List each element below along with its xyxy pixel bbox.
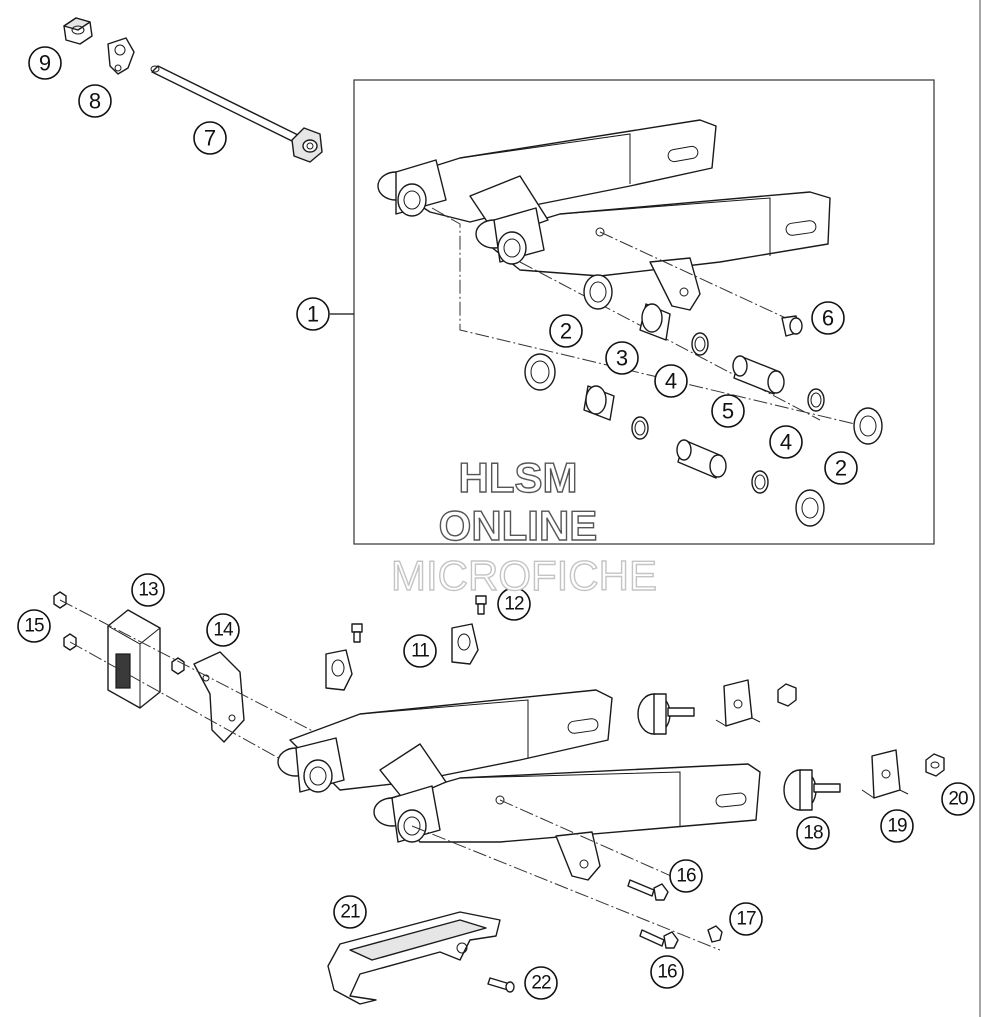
clamp-part-11-right	[451, 623, 479, 665]
sleeve-part-5-upper	[732, 355, 785, 395]
bushing-part-3-lower	[583, 385, 615, 421]
callout-8: 8	[78, 84, 112, 118]
callout-2-lower-label: 2	[835, 456, 847, 481]
plate-part-19	[861, 749, 909, 799]
ring-part-4-upper-b	[807, 388, 825, 412]
callout-4-upper-label: 4	[665, 369, 677, 394]
callout-4-lower: 4	[769, 425, 803, 459]
callout-7-label: 7	[204, 126, 216, 151]
callout-6: 6	[811, 301, 845, 335]
hex-nut-part-9	[63, 17, 93, 45]
sleeve-part-5-lower	[676, 439, 727, 479]
callout-13-label: 13	[138, 580, 158, 601]
bolt-part-12-right	[475, 595, 487, 615]
callout-17-label: 17	[736, 909, 756, 930]
callout-16-lower: 16	[650, 955, 684, 989]
axis-line-bottom	[411, 825, 721, 951]
swingarm-bottom-part	[277, 689, 761, 881]
callout-2-lower: 2	[824, 451, 858, 485]
chain-adjuster-part-18-upper	[637, 693, 695, 735]
callout-11: 11	[403, 634, 437, 668]
callout-6-label: 6	[822, 306, 834, 331]
watermark-line-1: HLSM	[459, 454, 578, 501]
chain-guide-plate-part-14	[193, 651, 245, 743]
callout-8-label: 8	[89, 89, 101, 114]
bearing-part-2-upper-b	[853, 407, 883, 445]
bolt-part-12-left	[351, 623, 363, 643]
callout-7: 7	[193, 121, 227, 155]
callout-14: 14	[206, 613, 240, 647]
callout-14-label: 14	[213, 620, 234, 641]
callout-5-label: 5	[722, 399, 734, 424]
callout-18-label: 18	[803, 823, 823, 844]
callout-4-lower-label: 4	[780, 430, 792, 455]
bushing-part-3-upper	[639, 303, 671, 341]
callout-21: 21	[333, 895, 367, 929]
callout-20-label: 20	[948, 789, 968, 810]
callout-15-label: 15	[24, 616, 44, 637]
nut-part-14-small	[171, 657, 185, 675]
bolt-part-16-upper	[627, 879, 669, 901]
callout-16-upper-label: 16	[676, 866, 696, 887]
swingarm-axle-part-7	[150, 65, 323, 163]
watermark-line-2: ONLINE	[439, 502, 598, 549]
chain-guide-block-part-13	[107, 609, 161, 709]
chain-adjuster-part-18	[783, 769, 841, 811]
bearing-part-2-lower-b	[795, 489, 825, 527]
watermark-line-3: MICROFICHE	[391, 552, 657, 599]
callout-19-label: 19	[887, 816, 907, 837]
lock-plate-part-8	[107, 37, 135, 75]
axis-line-bottom-b	[499, 799, 681, 881]
callout-20: 20	[941, 782, 975, 816]
axis-line-guide-upper	[59, 599, 331, 741]
bearing-part-2-lower	[524, 353, 556, 391]
callout-12-label: 12	[504, 594, 524, 615]
axis-line-lower	[519, 261, 821, 421]
callout-9: 9	[28, 46, 62, 80]
assembly-frame	[353, 79, 935, 545]
nut-part-20	[925, 753, 945, 777]
screw-part-22	[487, 977, 515, 993]
callout-2-upper: 2	[549, 314, 583, 348]
bolt-part-16-lower	[639, 929, 679, 949]
callout-12: 12	[497, 587, 531, 621]
callout-11-label: 11	[411, 641, 429, 662]
callout-22-label: 22	[531, 973, 551, 994]
callout-1: 1	[296, 297, 330, 331]
callout-9-label: 9	[39, 51, 51, 76]
callout-16-lower-label: 16	[657, 962, 677, 983]
callout-5: 5	[711, 394, 745, 428]
callout-16-upper: 16	[669, 859, 703, 893]
bearing-part-2-upper	[583, 274, 613, 310]
chain-slider-part-21	[327, 911, 501, 1005]
ring-part-4-lower-b	[751, 470, 769, 494]
axis-line-center	[599, 231, 791, 321]
callout-13: 13	[131, 573, 165, 607]
bolt-part-6	[781, 315, 803, 337]
nut-part-17	[707, 925, 723, 943]
swingarm-top-part-1	[377, 119, 831, 311]
callout-18: 18	[796, 816, 830, 850]
callout-22: 22	[524, 966, 558, 1000]
callout-3: 3	[605, 341, 639, 375]
clamp-part-11-left	[325, 649, 353, 691]
callout-15: 15	[17, 609, 51, 643]
callout-3-label: 3	[616, 346, 628, 371]
callout-21-label: 21	[340, 902, 360, 923]
callout-4-upper: 4	[654, 364, 688, 398]
ring-part-4-lower	[631, 416, 649, 440]
ring-part-4-upper	[691, 332, 709, 356]
plate-part-19-upper	[715, 679, 761, 727]
callout-19: 19	[880, 809, 914, 843]
callout-1-label: 1	[307, 302, 319, 327]
callout-17: 17	[729, 902, 763, 936]
callout-2-upper-label: 2	[560, 319, 572, 344]
nut-part-20-upper	[777, 683, 797, 707]
